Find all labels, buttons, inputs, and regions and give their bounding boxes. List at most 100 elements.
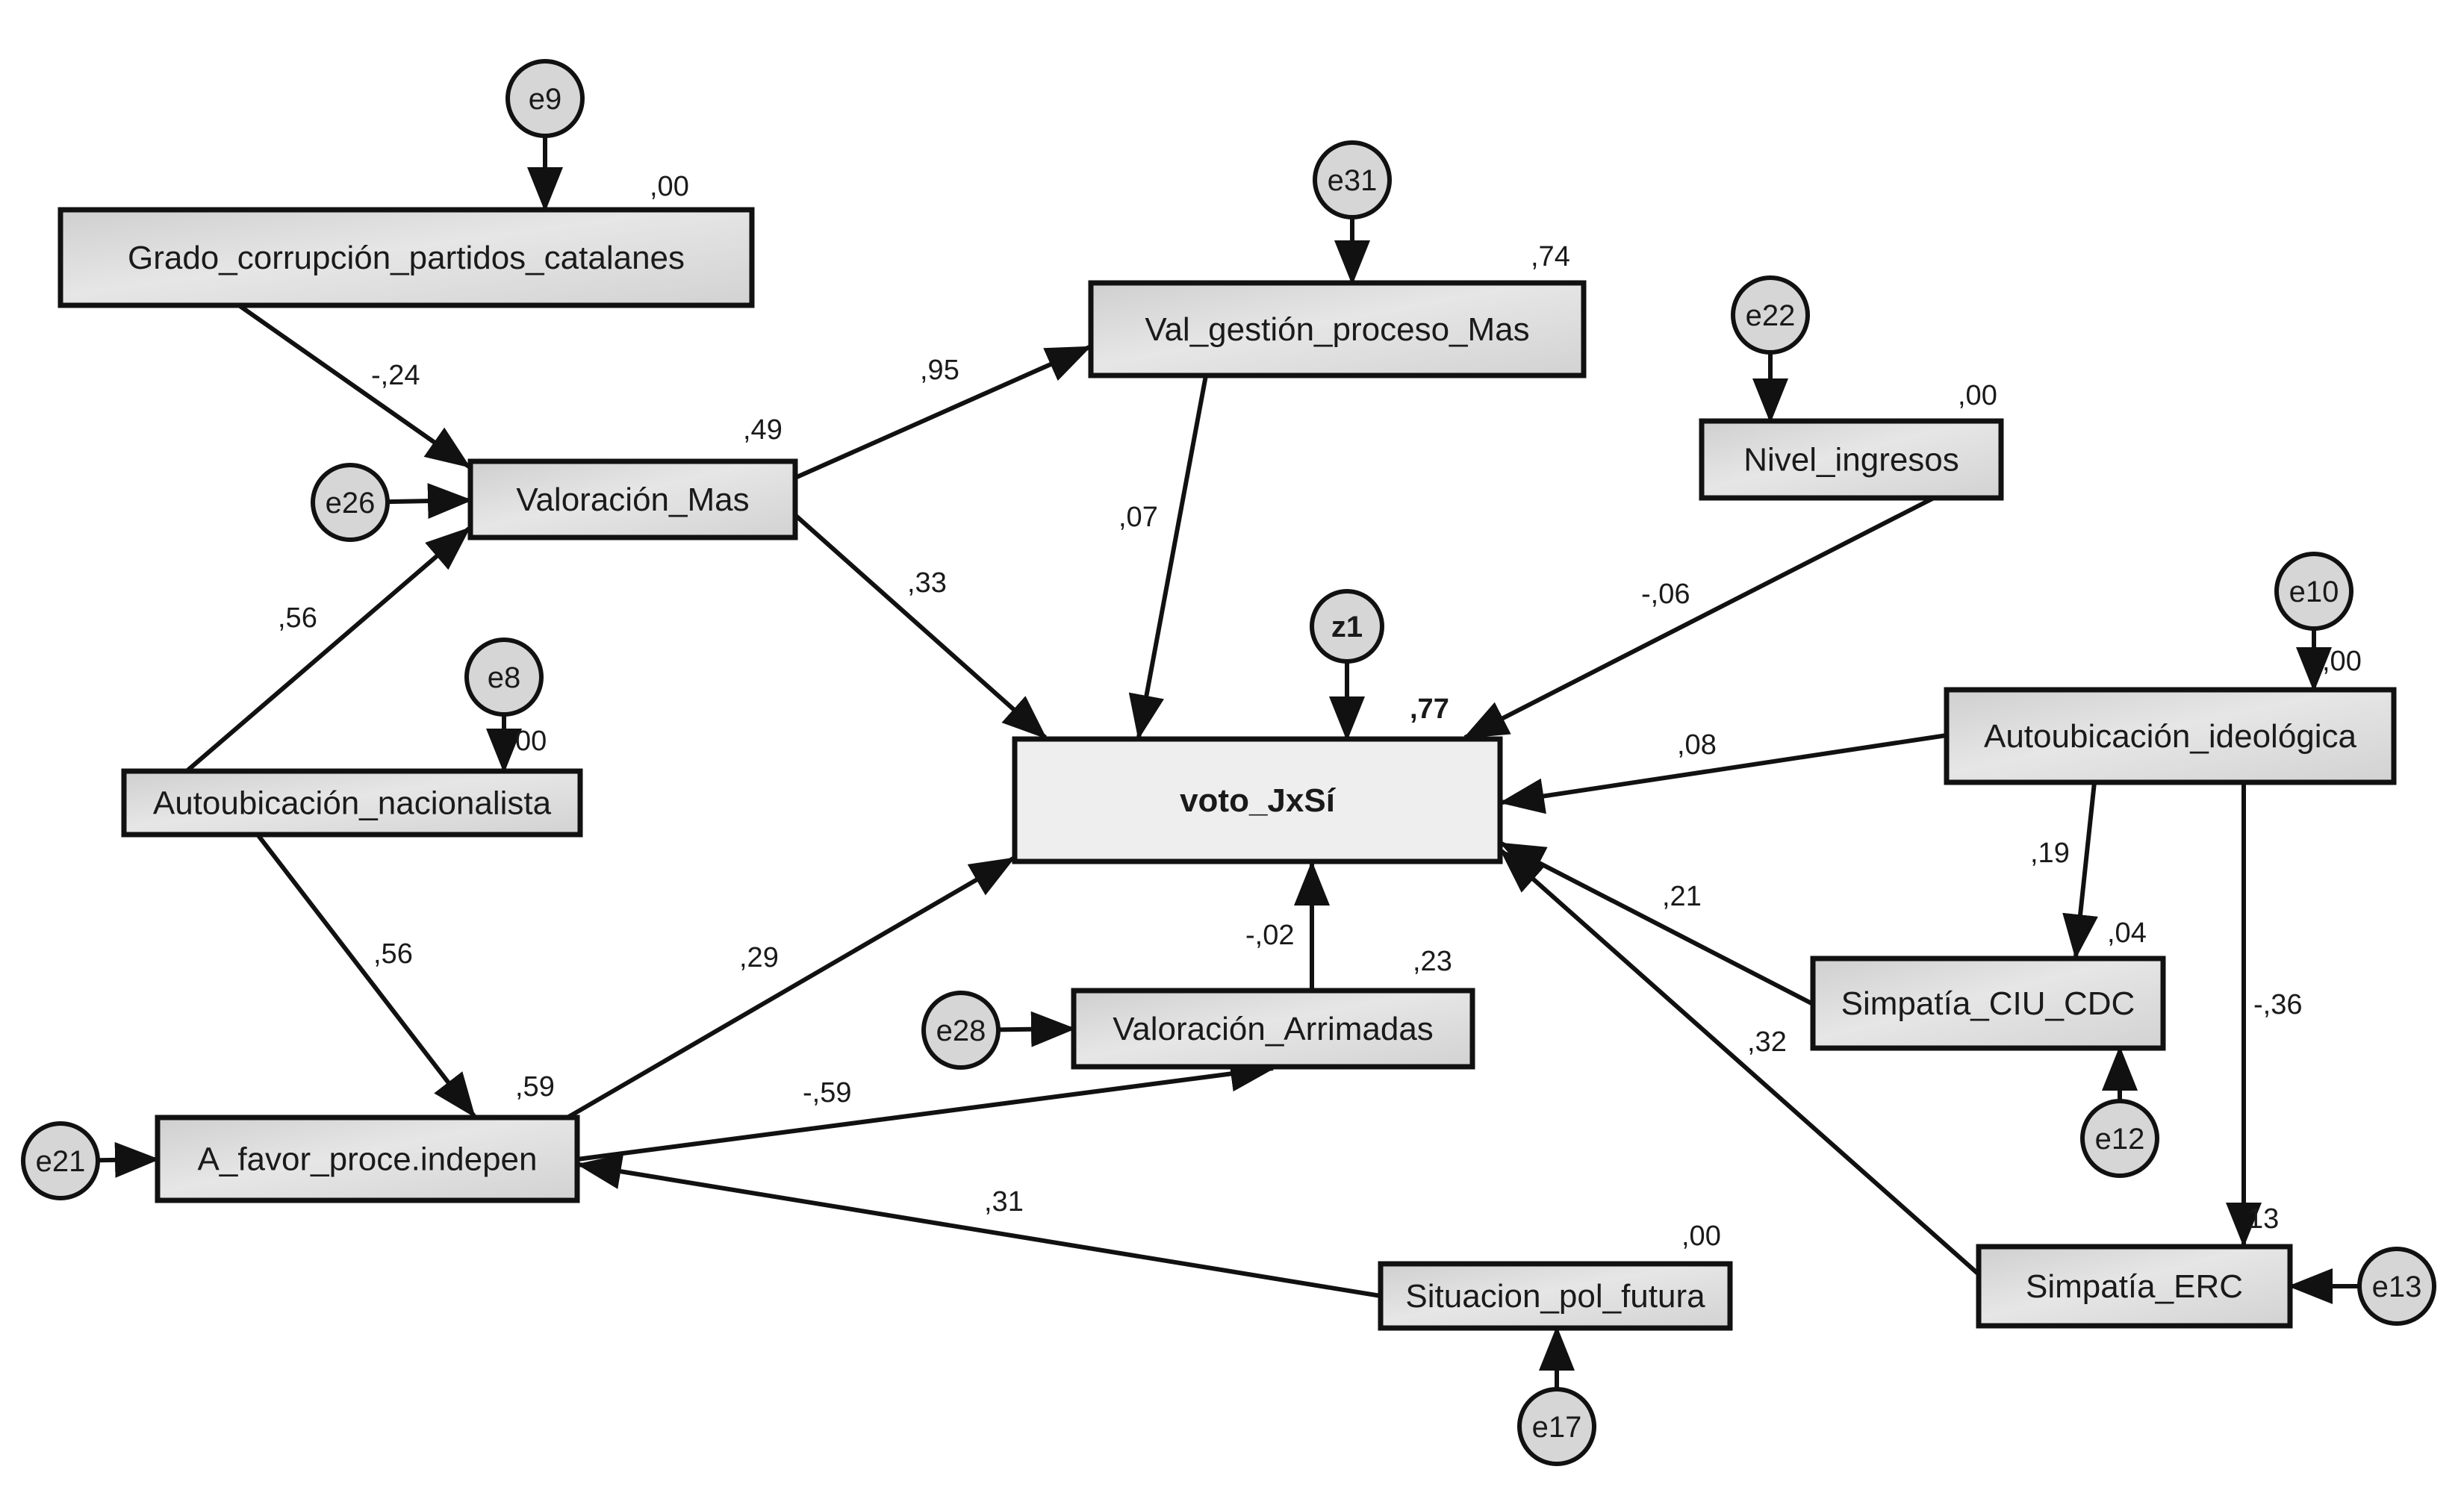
- variable-box: [467, 458, 798, 540]
- path-simerc-to-voto: [1499, 849, 1980, 1277]
- error-term-label: e10: [2289, 576, 2339, 608]
- error-term-circle: [311, 463, 390, 542]
- r-squared-label: ,77: [1410, 693, 1449, 725]
- error-term-e28[interactable]: e28: [921, 991, 1001, 1070]
- variable-box: [1699, 418, 2004, 501]
- path-coefficient: ,31: [984, 1186, 1024, 1218]
- error-path-e21: [97, 1141, 160, 1178]
- variable-label: Simpatía_ERC: [2026, 1268, 2243, 1305]
- path-coefficient: ,56: [373, 938, 413, 970]
- error-term-label: e17: [1532, 1411, 1582, 1444]
- path-afavor-to-valarr: [576, 1056, 1275, 1162]
- path-sitpol-to-afavor: [576, 1153, 1381, 1298]
- r-squared-label: ,00: [1958, 380, 1997, 411]
- r-squared-label: ,00: [650, 171, 689, 202]
- error-term-circle: [464, 638, 544, 717]
- variable-box: [121, 768, 583, 838]
- r-squared-label: ,23: [1413, 946, 1452, 977]
- variable-valarr[interactable]: Valoración_Arrimadas: [1071, 988, 1475, 1070]
- error-term-circle: [1313, 140, 1392, 219]
- path-valmas-to-valgest: [794, 345, 1092, 480]
- variable-valgest[interactable]: Val_gestión_proceso_Mas: [1088, 280, 1587, 378]
- error-term-label: e21: [36, 1145, 86, 1178]
- error-term-e13[interactable]: e13: [2357, 1247, 2436, 1326]
- r-squared-label: ,00: [1681, 1221, 1721, 1252]
- variable-afavor[interactable]: A_favor_proce.indepen: [155, 1115, 580, 1203]
- path-coefficient: ,08: [1677, 729, 1717, 761]
- variable-box: [1012, 736, 1503, 864]
- path-nivel-to-voto: [1463, 496, 1935, 740]
- path-coefficient: -,06: [1641, 579, 1690, 610]
- error-term-circle: [2274, 552, 2353, 631]
- variable-autoideo[interactable]: Autoubicación_ideológica: [1944, 687, 2397, 785]
- path-coefficient: ,07: [1119, 502, 1158, 533]
- variable-simciu[interactable]: Simpatía_CIU_CDC: [1810, 956, 2166, 1051]
- path-coefficient: -,36: [2253, 989, 2302, 1020]
- variable-nivel[interactable]: Nivel_ingresos: [1699, 418, 2004, 501]
- r-squared-label: ,74: [1531, 241, 1570, 272]
- error-term-label: e13: [2372, 1271, 2422, 1303]
- variable-box: [1071, 988, 1475, 1070]
- variable-simerc[interactable]: Simpatía_ERC: [1976, 1244, 2293, 1329]
- variable-valmas[interactable]: Valoración_Mas: [467, 458, 798, 540]
- path-autoideo-to-simciu: [2062, 782, 2098, 959]
- path-coefficient: ,19: [2030, 838, 2070, 869]
- error-term-circle: [2357, 1247, 2436, 1326]
- error-term-e9[interactable]: e9: [505, 59, 585, 138]
- variable-label: Valoración_Arrimadas: [1113, 1011, 1434, 1047]
- path-coefficient: -,02: [1245, 920, 1294, 951]
- error-term-e10[interactable]: e10: [2274, 552, 2353, 631]
- error-term-e21[interactable]: e21: [21, 1121, 100, 1200]
- error-term-circle: [1517, 1387, 1596, 1466]
- variable-box: [1976, 1244, 2293, 1329]
- error-term-label: z1: [1331, 611, 1363, 643]
- path-coefficient: -,24: [371, 360, 420, 391]
- error-term-label: e28: [936, 1014, 986, 1047]
- r-squared-label: ,00: [2322, 646, 2362, 677]
- error-path-e26: [387, 483, 473, 520]
- variable-label: Autoubicación_ideológica: [1984, 718, 2357, 755]
- error-term-e22[interactable]: e22: [1731, 275, 1810, 355]
- error-term-z1[interactable]: z1: [1310, 589, 1384, 664]
- variable-box: [1944, 687, 2397, 785]
- error-term-label: e9: [529, 83, 562, 116]
- variable-box: [1088, 280, 1587, 378]
- variable-label: Valoración_Mas: [516, 481, 749, 518]
- error-term-label: e26: [326, 487, 376, 520]
- error-term-circle: [1731, 275, 1810, 355]
- nodes-layer: e9 e26 e31 e22 z1 e10 e8 e21 e28 e12 e13 e17 Grado_c…: [21, 59, 2436, 1466]
- variable-grado[interactable]: Grado_corrupción_partidos_catalanes: [57, 207, 755, 308]
- r-squared-label: 00: [515, 726, 547, 757]
- path-coefficient: ,21: [1662, 881, 1702, 912]
- error-term-e12[interactable]: e12: [2080, 1099, 2159, 1178]
- error-term-circle: [921, 991, 1001, 1070]
- path-autoideo-to-voto: [1499, 733, 1947, 814]
- path-valgest-to-voto: [1128, 375, 1208, 740]
- error-term-circle: [21, 1121, 100, 1200]
- error-term-e8[interactable]: e8: [464, 638, 544, 717]
- error-term-e26[interactable]: e26: [311, 463, 390, 542]
- variable-label: Autoubicación_nacionalista: [153, 785, 552, 822]
- path-valmas-to-voto: [794, 513, 1048, 740]
- error-term-e31[interactable]: e31: [1313, 140, 1392, 219]
- paths-layer: [97, 136, 2359, 1389]
- variable-box: [57, 207, 755, 308]
- variable-label: Grado_corrupción_partidos_catalanes: [128, 240, 685, 276]
- path-simciu-to-voto: [1499, 841, 1814, 1006]
- variable-label: Nivel_ingresos: [1743, 442, 1959, 479]
- variable-label: voto_JxSí: [1180, 782, 1337, 819]
- error-term-e17[interactable]: e17: [1517, 1387, 1596, 1466]
- error-term-label: e8: [488, 661, 521, 694]
- variable-autonac[interactable]: Autoubicación_nacionalista: [121, 768, 583, 838]
- path-coefficient: ,95: [920, 355, 959, 386]
- path-autonac-to-afavor: [255, 833, 476, 1118]
- variable-sitpol[interactable]: Situacion_pol_futura: [1378, 1261, 1733, 1331]
- path-grado-to-valmas: [237, 303, 471, 469]
- path-coefficient: -,59: [803, 1077, 851, 1109]
- variable-voto[interactable]: voto_JxSí: [1012, 736, 1503, 864]
- variable-box: [1810, 956, 2166, 1051]
- variable-label: Situacion_pol_futura: [1405, 1278, 1705, 1315]
- variable-box: [155, 1115, 580, 1203]
- variable-label: A_favor_proce.indepen: [198, 1141, 538, 1178]
